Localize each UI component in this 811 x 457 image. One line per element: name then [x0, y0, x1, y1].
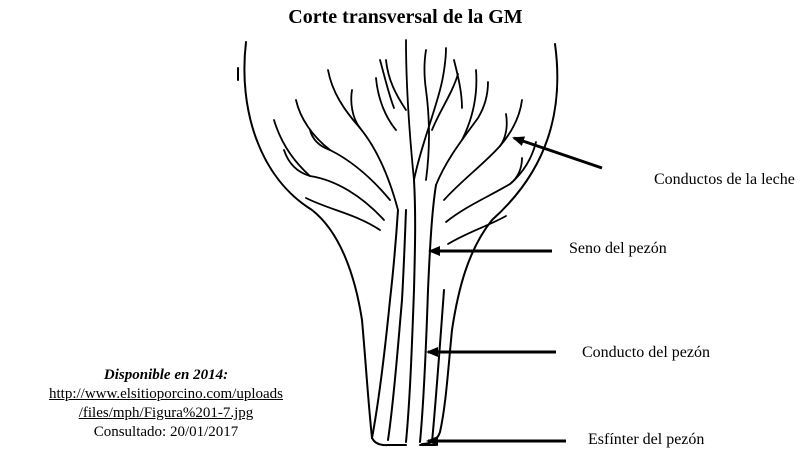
pointer-arrows [426, 136, 603, 446]
diagram-title: Corte transversal de la GM [288, 6, 523, 28]
label-teat-sphincter: Esfínter del pezón [588, 431, 705, 448]
source-url-line-1[interactable]: http://www.elsitioporcino.com/uploads [48, 386, 283, 402]
source-heading: Disponible en 2014: [103, 367, 229, 383]
label-teat-canal: Conducto del pezón [582, 344, 710, 361]
source-url-line-2[interactable]: /files/mph/Figura%201-7.jpg [78, 405, 254, 421]
source-citation: Disponible en 2014: http://www.elsitiopo… [8, 366, 324, 442]
source-consulted-date: Consultado: 20/01/2017 [93, 424, 239, 440]
label-teat-sinus: Seno del pezón [569, 240, 667, 257]
label-milk-ducts: Conductos de la leche [654, 171, 795, 188]
arrow-milk-ducts [512, 136, 603, 170]
milk-ducts [273, 39, 537, 245]
